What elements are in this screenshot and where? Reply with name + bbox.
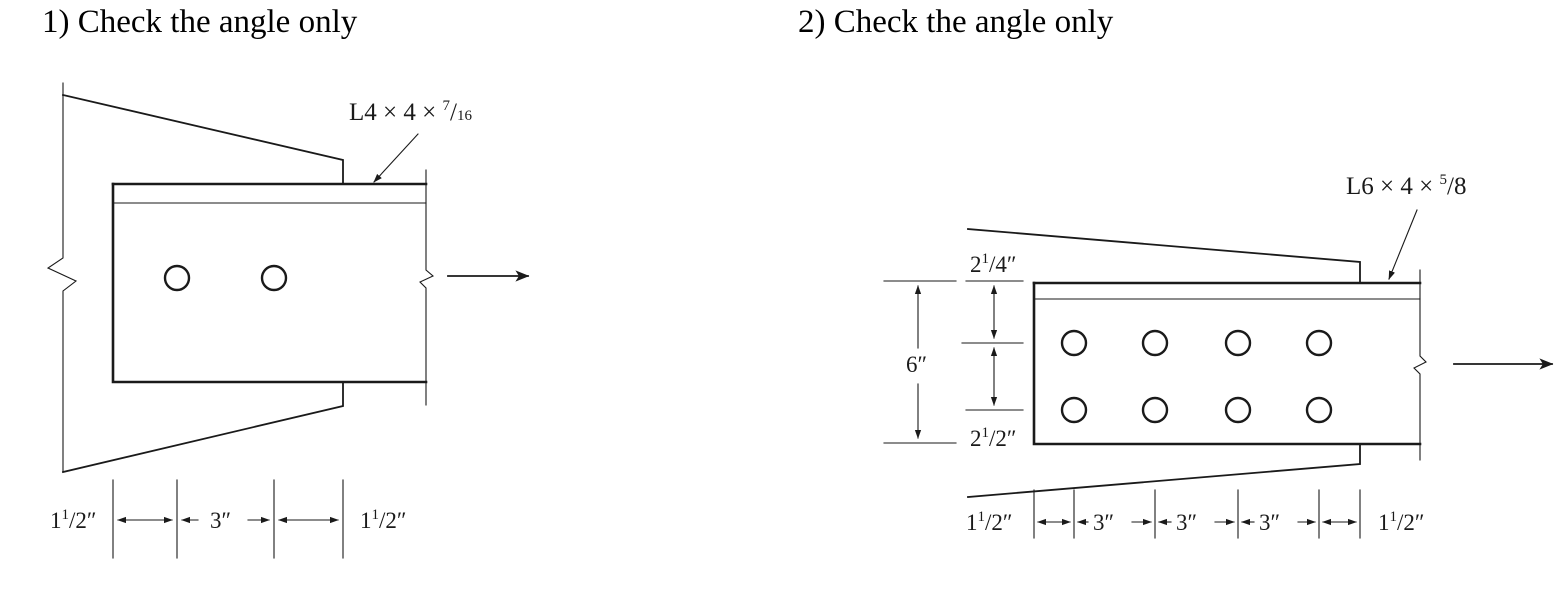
problem-2-gusset-plate [967, 228, 1361, 498]
problem-2-dimensions: 11/2″ 3″ 3″ 3″ 11/2″ [966, 489, 1424, 539]
problem-1: 1) Check the angle only L4 × 4 × 7/16 [42, 4, 530, 559]
problem-1-angle [111, 169, 435, 406]
problem-2-bolt-hole [1141, 396, 1169, 424]
dimension-label: 11/2″ [966, 509, 1012, 535]
problem-2-section-label: L6 × 4 × 5/8 [1346, 172, 1466, 200]
dimension-label: 3″ [1259, 510, 1280, 535]
dimension-label: 11/2″ [1378, 509, 1424, 535]
problem-1-dimensions: 11/2″ 3″ 11/2″ [50, 479, 406, 559]
problem-1-bolt-hole [260, 264, 288, 292]
dimension-label: 3″ [210, 508, 231, 533]
problem-2-bolt-hole [1060, 396, 1088, 424]
problem-2-bolt-hole [1305, 329, 1333, 357]
problem-2-label-leader [1388, 209, 1418, 280]
problem-2-bolt-hole [1305, 396, 1333, 424]
problem-2-angle [1032, 269, 1427, 461]
dimension-label: 21/4″ [970, 251, 1016, 277]
problem-2-title: 2) Check the angle only [798, 4, 1114, 40]
dimension-label: 6″ [906, 352, 927, 377]
problem-1-label-leader [373, 133, 419, 183]
problem-2-bolt-hole [1141, 329, 1169, 357]
dimension-label: 21/2″ [970, 425, 1016, 451]
dimension-label: 3″ [1093, 510, 1114, 535]
problem-1-title: 1) Check the angle only [42, 4, 358, 40]
problem-2-vertical-dimensions: 21/4″ 6″ 21/2″ [883, 251, 1024, 451]
dimension-label: 11/2″ [360, 507, 406, 533]
problem-1-gusset-plate [46, 82, 344, 474]
problem-1-bolt-hole [163, 264, 191, 292]
problem-2: 2) Check the angle only L6 × 4 × 5/8 [798, 4, 1554, 539]
dimension-label: 11/2″ [50, 507, 96, 533]
dimension-label: 3″ [1176, 510, 1197, 535]
problem-2-bolt-hole [1224, 329, 1252, 357]
problem-2-bolt-hole [1224, 396, 1252, 424]
problem-2-bolt-hole [1060, 329, 1088, 357]
problem-1-section-label: L4 × 4 × 7/16 [349, 98, 472, 126]
